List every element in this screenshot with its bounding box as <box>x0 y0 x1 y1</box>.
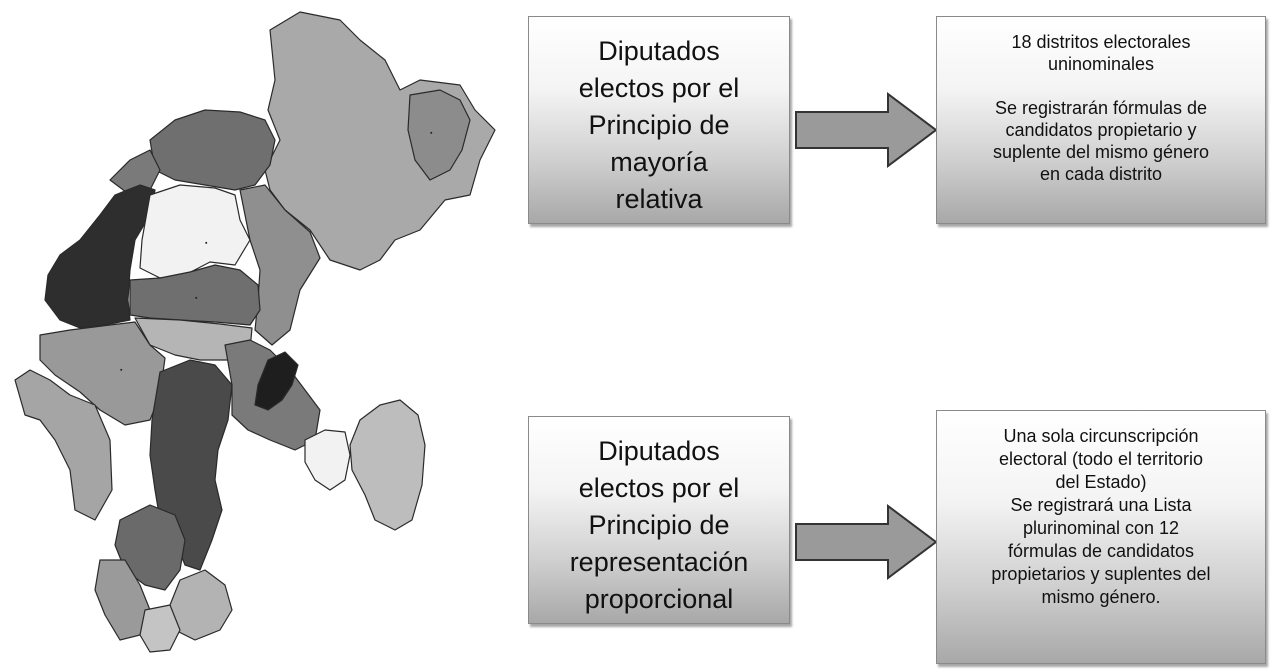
rp-line: representación <box>569 547 749 577</box>
arrow-right-icon <box>790 90 940 170</box>
mayoria-line: electos por el <box>578 73 740 103</box>
rp-line: Principio de <box>588 510 730 540</box>
mayoria-line: relativa <box>615 184 703 214</box>
map-district-marker: ▪ <box>205 240 208 247</box>
map-region-white-north <box>139 184 251 279</box>
circ-line: Se registrará una Lista <box>1010 495 1192 515</box>
map-district-marker: ▪ <box>120 367 123 374</box>
circ-line: propietarios y suplentes del <box>991 564 1211 584</box>
map-district-marker: ▪ <box>195 295 198 302</box>
circunscripcion-box: Una sola circunscripción electoral (todo… <box>936 410 1266 664</box>
circ-line: electoral (todo el territorio <box>998 449 1204 469</box>
map-region-center <box>129 264 261 326</box>
rp-line: electos por el <box>578 473 740 503</box>
distritos-line: en cada distrito <box>1039 164 1163 184</box>
district-map-svg: ▪ ▪ ▪ ▪ <box>14 11 496 653</box>
map-region-east-round <box>349 399 426 531</box>
map-region-white-east <box>304 429 351 491</box>
circ-line: plurinominal con 12 <box>1022 518 1180 538</box>
district-map: ▪ ▪ ▪ ▪ <box>0 0 510 672</box>
rp-line: Diputados <box>598 436 720 466</box>
mayoria-line: mayoría <box>610 147 708 177</box>
map-region-north <box>149 109 276 191</box>
spacer <box>937 75 1265 97</box>
distritos-line: candidatos propietario y <box>1005 120 1197 140</box>
map-region-west-dark <box>44 184 156 329</box>
map-region-far-west <box>14 369 113 521</box>
circ-line: mismo género. <box>1041 587 1161 607</box>
map-region-south-bottom <box>139 604 181 653</box>
map-region-northeast <box>264 11 496 271</box>
circ-line: del Estado) <box>1055 472 1147 492</box>
circ-line: Una sola circunscripción <box>1003 426 1199 446</box>
arrow-right-icon <box>790 502 940 582</box>
map-district-marker: ▪ <box>430 130 433 137</box>
distritos-line: suplente del mismo género <box>992 142 1210 162</box>
map-region-east-small <box>407 89 471 181</box>
distritos-line: Se registrarán fórmulas de <box>994 98 1208 118</box>
mayoria-line: Diputados <box>598 36 720 66</box>
mayoria-relativa-box: Diputados electos por el Principio de ma… <box>528 16 790 224</box>
distritos-uninominales-box: 18 distritos electorales uninominales Se… <box>936 16 1266 224</box>
distritos-line: uninominales <box>1047 54 1155 74</box>
map-region-black <box>254 351 299 411</box>
map-region-southwest <box>114 504 186 591</box>
rp-line: proporcional <box>584 584 734 614</box>
representacion-proporcional-box: Diputados electos por el Principio de re… <box>528 416 790 624</box>
distritos-line: 18 distritos electorales <box>1011 32 1191 52</box>
mayoria-line: Principio de <box>588 110 730 140</box>
circ-line: fórmulas de candidatos <box>1007 541 1195 561</box>
